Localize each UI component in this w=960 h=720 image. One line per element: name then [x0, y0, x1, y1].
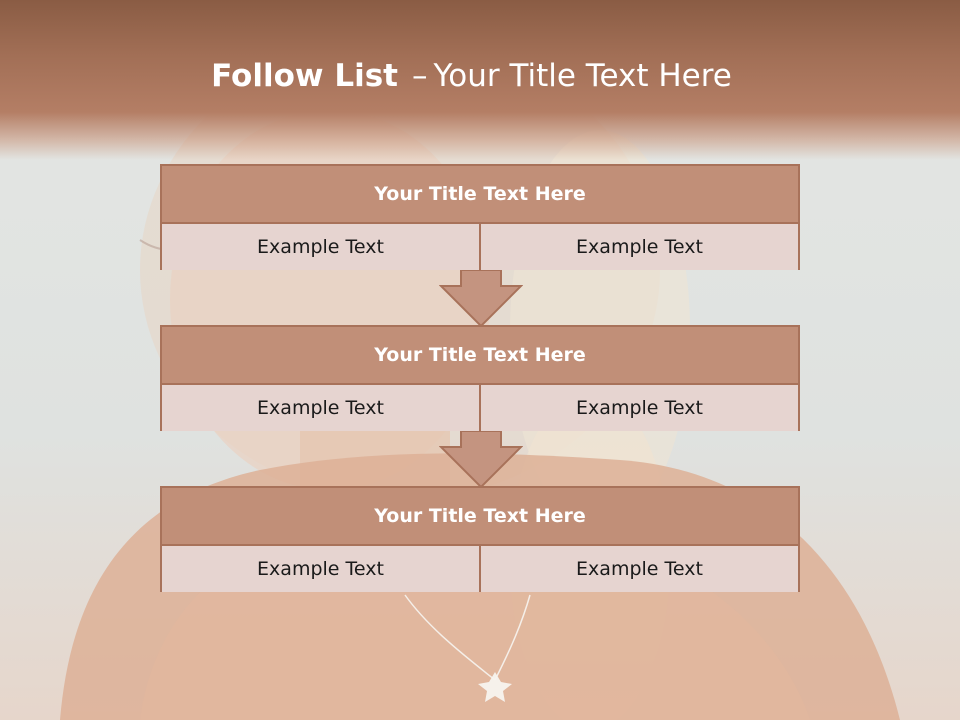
step-title-3[interactable]: Your Title Text Here: [162, 488, 798, 546]
step-1-left-text[interactable]: Example Text: [162, 224, 479, 270]
step-1-right-text[interactable]: Example Text: [479, 224, 798, 270]
slide-title-dash: –: [411, 58, 428, 94]
step-box-1[interactable]: Your Title Text Here Example Text Exampl…: [160, 164, 800, 270]
down-arrow-icon: [439, 431, 523, 489]
step-row-3: Example Text Example Text: [162, 546, 798, 592]
header-band: [0, 0, 960, 160]
slide-title-bold: Follow List: [211, 58, 398, 94]
step-title-1[interactable]: Your Title Text Here: [162, 166, 798, 224]
step-title-2[interactable]: Your Title Text Here: [162, 327, 798, 385]
step-row-1: Example Text Example Text: [162, 224, 798, 270]
slide-title-rest: Your Title Text Here: [433, 58, 732, 94]
step-3-right-text[interactable]: Example Text: [479, 546, 798, 592]
step-2-left-text[interactable]: Example Text: [162, 385, 479, 431]
down-arrow-icon: [439, 270, 523, 328]
step-row-2: Example Text Example Text: [162, 385, 798, 431]
step-box-2[interactable]: Your Title Text Here Example Text Exampl…: [160, 325, 800, 431]
step-box-3[interactable]: Your Title Text Here Example Text Exampl…: [160, 486, 800, 592]
slide-title[interactable]: Follow List–Your Title Text Here: [0, 56, 943, 96]
step-3-left-text[interactable]: Example Text: [162, 546, 479, 592]
step-2-right-text[interactable]: Example Text: [479, 385, 798, 431]
